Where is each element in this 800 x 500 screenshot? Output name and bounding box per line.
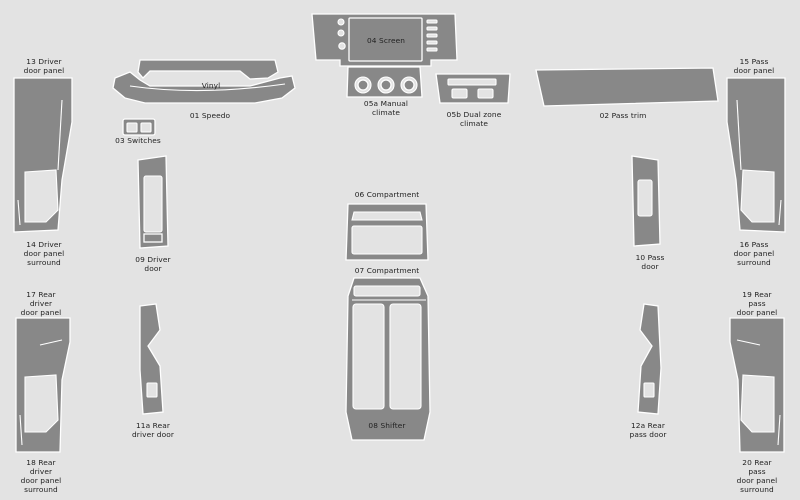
label-20-rear-pass-door-panel-surround: 20 Rear pass door panel surround [736,458,778,494]
piece-01-speedo[interactable] [112,59,296,104]
label-05a-manual-climate: 05a Manual climate [363,99,409,117]
piece-09-driver-door[interactable] [137,155,169,249]
piece-13-14-driver-door-panel[interactable] [13,77,73,233]
label-14-driver-door-panel-surround: 14 Driver door panel surround [23,240,65,267]
label-07-compartment: 07 Compartment [354,266,420,275]
label-12a-rear-pass-door: 12a Rear pass door [629,421,667,439]
label-01-speedo: 01 Speedo [189,111,231,120]
piece-03-switches[interactable] [122,118,156,136]
label-13-driver-door-panel: 13 Driver door panel [23,57,65,75]
label-17-rear-driver-door-panel: 17 Rear driver door panel [20,290,62,317]
piece-04-screen[interactable] [311,13,458,67]
piece-05a-manual-climate[interactable] [346,66,423,98]
label-03-switches: 03 Switches [115,136,161,145]
piece-12a-rear-pass-door[interactable] [637,303,662,415]
piece-10-pass-door[interactable] [631,155,661,247]
label-08-shifter: 08 Shifter [368,421,406,430]
piece-11a-rear-driver-door[interactable] [139,303,164,415]
label-11a-rear-driver-door: 11a Rear driver door [132,421,174,439]
label-18-rear-driver-door-panel-surround: 18 Rear driver door panel surround [20,458,62,494]
piece-07-08-shifter[interactable] [345,277,431,441]
label-10-pass-door: 10 Pass door [635,253,665,271]
piece-15-16-pass-door-panel[interactable] [726,77,786,233]
label-vinyl: Vinyl [201,81,221,90]
label-09-driver-door: 09 Driver door [135,255,171,273]
label-15-pass-door-panel: 15 Pass door panel [733,57,775,75]
piece-05b-dual-zone-climate[interactable] [435,73,511,104]
piece-06-compartment[interactable] [345,203,429,261]
label-16-pass-door-panel-surround: 16 Pass door panel surround [733,240,775,267]
label-19-rear-pass-door-panel: 19 Rear pass door panel [736,290,778,317]
piece-19-20-rear-pass-door-panel[interactable] [729,317,785,453]
label-02-pass-trim: 02 Pass trim [599,111,647,120]
label-04-screen: 04 Screen [366,36,406,45]
label-05b-dual-zone-climate: 05b Dual zone climate [446,110,502,128]
label-06-compartment: 06 Compartment [354,190,420,199]
piece-02-pass-trim[interactable] [535,67,719,107]
piece-17-18-rear-driver-door-panel[interactable] [15,317,71,453]
